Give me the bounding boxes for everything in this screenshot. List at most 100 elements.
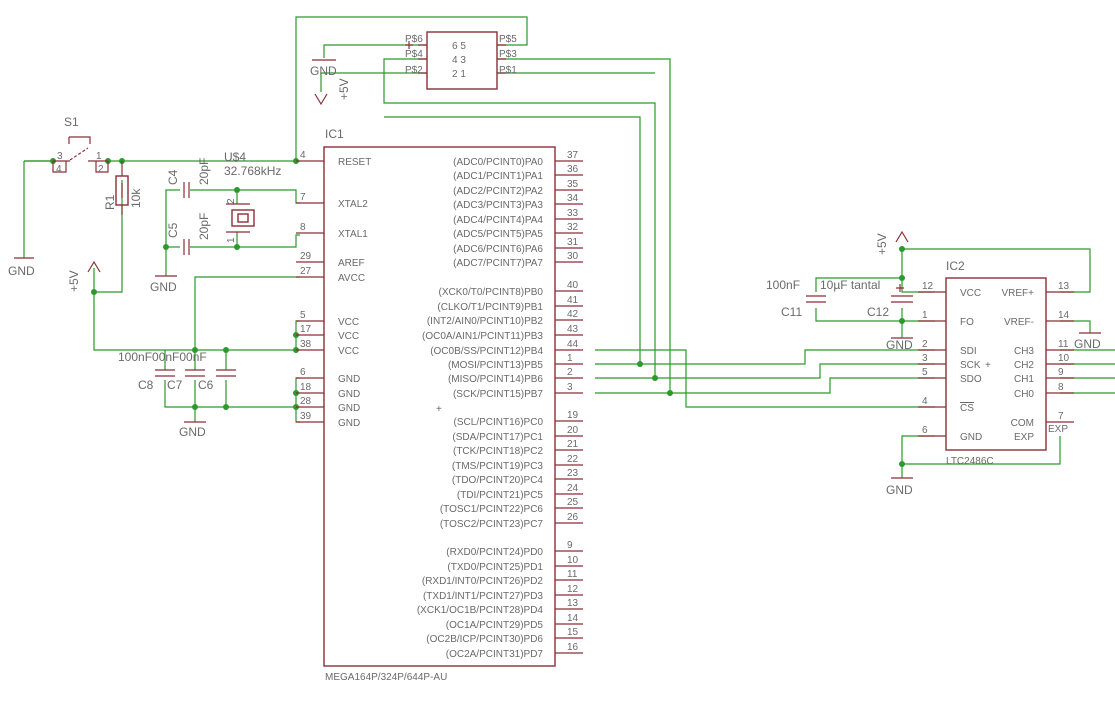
ic2-pin-name: COM — [1011, 418, 1034, 429]
vcc-symbol-2: +5V — [67, 260, 101, 292]
ic1-pin-name: VCC — [338, 331, 359, 342]
ic1-pin-number: 27 — [300, 266, 312, 277]
ic2-pin-number: 1 — [922, 310, 928, 321]
gnd-label-6: GND — [1074, 337, 1101, 351]
ic1-pin-name: (TCK/PCINT18)PC2 — [453, 446, 543, 457]
ic1-pin-name: VCC — [338, 346, 359, 357]
ic1-pin-name: (SDA/PCINT17)PC1 — [452, 432, 543, 443]
ic1-pin-name: (ADC6/PCINT6)PA6 — [453, 244, 543, 255]
ic1-pin-number: 19 — [567, 410, 579, 421]
ic1-pin-number: 37 — [567, 150, 579, 161]
ic2-pin-number: 13 — [1058, 281, 1070, 292]
ic1-pin-number: 39 — [300, 411, 312, 422]
ic1-pin-number: 30 — [567, 251, 579, 262]
ic1-pin-number: 44 — [567, 339, 579, 350]
c5-ref: C5 — [166, 222, 180, 238]
ic1-right-pin-8: 40(XCK0/T0/PCINT8)PB0 — [439, 280, 583, 298]
c12-ref: C12 — [867, 305, 889, 319]
ic1-pin-number: 1 — [567, 353, 573, 364]
c5-value: 20pF — [197, 213, 211, 240]
ic1-pin-name: GND — [338, 403, 360, 414]
ic1-origin-mark: + — [436, 404, 442, 415]
c11-value: 100nF — [766, 278, 800, 292]
ic1-pin-name: (OC1A/PCINT29)PD5 — [446, 620, 544, 631]
ic1-pin-number: 41 — [567, 295, 579, 306]
ic2-pin-name: SDI — [960, 346, 977, 357]
ic2-pin-number: 14 — [1058, 310, 1070, 321]
ic1-pin-name: (ADC5/PCINT5)PA5 — [453, 229, 543, 240]
crystal-value: 32.768kHz — [224, 164, 281, 178]
isp-pin-nums-2: 4 3 — [452, 55, 466, 66]
ic1-right-pin-7: 30(ADC7/PCINT7)PA7 — [453, 251, 583, 269]
ic1-pin-number: 8 — [300, 222, 306, 233]
ic1-pin-name: (ADC0/PCINT0)PA0 — [453, 157, 543, 168]
ic1-pin-number: 16 — [567, 642, 579, 653]
ic1-right-pin-22: 25(TOSC1/PCINT22)PC6 — [440, 497, 583, 515]
isp-pin-nums-3: 2 1 — [452, 69, 466, 80]
isp-pin-right-3: P$1 — [499, 65, 517, 76]
ic1-pin-number: 38 — [300, 339, 312, 350]
ic1-pin-name: GND — [338, 374, 360, 385]
ic1-right-pin-19: 22(TMS/PCINT19)PC3 — [452, 454, 583, 472]
ic1-right-pin-27: 12(TXD1/INT1/PCINT27)PD3 — [423, 584, 583, 602]
cap-c7-ref: C7 — [167, 378, 183, 392]
capacitor-c11: 100nF C11 — [766, 278, 826, 319]
ic1-pin-name: (TDI/PCINT21)PC5 — [457, 490, 544, 501]
ic1-pin-name: XTAL2 — [338, 199, 368, 210]
ic1-pin-number: 10 — [567, 555, 579, 566]
ic2-pin-name: VREF- — [1004, 317, 1034, 328]
isp-pin-right-1: P$5 — [499, 34, 517, 45]
isp-pin-left-1: P$6 — [405, 34, 423, 45]
capacitor-c5: C5 20pF — [166, 213, 211, 255]
ic2-left-pin-1: 1FO — [918, 310, 974, 328]
ic1-right-pin-17: 20(SDA/PCINT17)PC1 — [452, 425, 583, 443]
ic1-pin-name: (TDO/PCINT20)PC4 — [452, 475, 544, 486]
decoupling-caps: 100nF00nF00nF C8 C7 C6 — [118, 350, 236, 392]
ic1-pin-number: 15 — [567, 627, 579, 638]
ic1-pin-name: (XCK0/T0/PCINT8)PB0 — [439, 287, 544, 298]
ic1-right-pin-25: 10(TXD0/PCINT25)PD1 — [447, 555, 583, 573]
ic1-pin-name: (OC0B/SS/PCINT12)PB4 — [430, 346, 543, 357]
ic1-pin-number: 33 — [567, 208, 579, 219]
ic1-pin-name: (OC2B/ICP/PCINT30)PD6 — [426, 634, 543, 645]
crystal-ref: U$4 — [224, 150, 246, 164]
ic1-pin-number: 23 — [567, 468, 579, 479]
isp-header: P$6 6 5 P$5 P$4 4 3 P$3 P$2 2 1 P$1 — [405, 31, 517, 90]
ic1-ref: IC1 — [325, 127, 344, 141]
ic1-pin-name: XTAL1 — [338, 229, 368, 240]
gnd-label-3: GND — [150, 280, 177, 294]
crystal-pin-2: 2 — [226, 198, 237, 204]
ic1-pin-name: (XCK1/OC1B/PCINT28)PD4 — [417, 605, 544, 616]
ic1-right-pin-20: 23 (TDO/PCINT20)PC4 — [452, 468, 583, 486]
ic1-right-pin-14: 2(MISO/PCINT14)PB6 — [448, 367, 583, 385]
ic2-pin-name: CH1 — [1014, 374, 1034, 385]
ic1-pin-name: (OC0A/AIN1/PCINT11)PB3 — [422, 331, 543, 342]
ic2-pin-number: 12 — [922, 281, 934, 292]
ic1-pin-name: GND — [338, 418, 360, 429]
ic1-pin-number: 3 — [567, 382, 573, 393]
ic2-left-pin-5: 4CS — [918, 396, 974, 414]
ic2-part: LTC2486C — [946, 456, 994, 467]
ic2-pin-name: EXP — [1014, 432, 1034, 443]
ic2-pin-name: CS — [960, 403, 974, 414]
capacitor-c4: C4 20pF — [166, 158, 211, 198]
ic1-right-pin-5: 32(ADC5/PCINT5)PA5 — [453, 222, 583, 240]
isp-pin-right-2: P$3 — [499, 49, 517, 60]
ic1-pin-number: 12 — [567, 584, 579, 595]
ic1-pin-name: (SCK/PCINT15)PB7 — [453, 389, 543, 400]
ic2-right-pins: 13VREF+14VREF-11CH310CH29CH18CH07COMEXPE… — [1001, 281, 1074, 443]
ic2-pin-name: CH0 — [1014, 389, 1034, 400]
ic1-pin-name: (ADC1/PCINT1)PA1 — [453, 171, 543, 182]
ic1-pin-name: (ADC3/PCINT3)PA3 — [453, 200, 543, 211]
ic1-pin-name: (TOSC1/PCINT22)PC6 — [440, 504, 544, 515]
ic1-right-pin-16: 19(SCL/PCINT16)PC0 — [454, 410, 583, 428]
